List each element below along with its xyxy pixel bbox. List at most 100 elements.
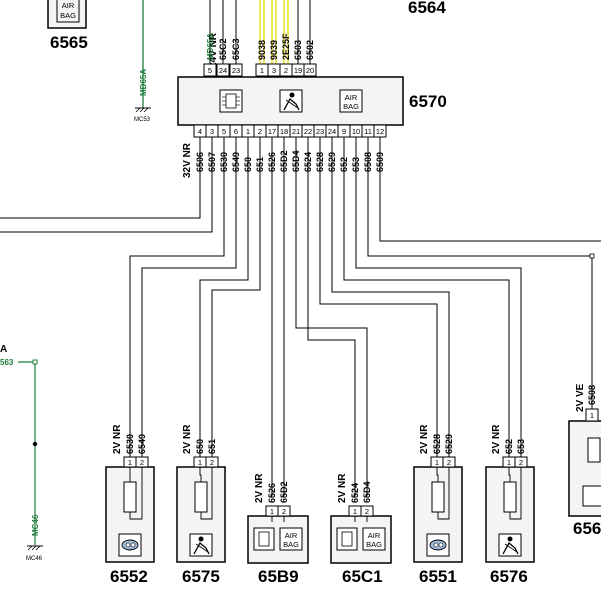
component-pin-number: 1 — [353, 507, 357, 516]
component-pin-number: 2 — [365, 507, 369, 516]
airbag-text-1: AIR — [62, 1, 75, 10]
component-wire-label: 65D4 — [362, 481, 372, 503]
ecu-bottom-pin-number: 3 — [210, 127, 214, 136]
component-wire-label: 65D2 — [279, 481, 289, 503]
ecu-bottom-pin-number: 18 — [280, 127, 288, 136]
component-id-65C1: 65C1 — [342, 567, 383, 586]
component-wire-label: 653 — [516, 439, 526, 454]
ecu-top-pin — [229, 63, 243, 77]
ecu-top-wire-label: MD65A — [206, 33, 215, 60]
resistor-symbol — [123, 481, 137, 513]
ecu-airbag-text-1: AIR — [345, 93, 358, 102]
ground-mc53: MD65A MC53 — [134, 0, 151, 123]
module-icon — [336, 527, 358, 551]
component-connector-label: 2V NR — [182, 424, 193, 454]
component-connector-label: 2V NR — [337, 473, 348, 503]
component-6565-body — [47, 0, 87, 29]
ecu-bottom-pin-number: 6 — [234, 127, 238, 136]
ecu-top-pin-number: 3 — [272, 66, 276, 75]
ecu-bottom-wire-label: 651 — [255, 157, 265, 172]
ecu-bottom-wire-label: 6506 — [195, 152, 205, 172]
airbag-text-2: BAG — [366, 540, 382, 549]
component-connector-label: 2V NR — [491, 424, 502, 454]
ecu-bottom-wire-label: 6549 — [231, 152, 241, 172]
ecu-airbag-text-2: BAG — [343, 102, 359, 111]
airbag-text-1: AIR — [285, 531, 298, 540]
ecu-top-pin — [203, 63, 217, 77]
component-id-6570: 6570 — [409, 92, 447, 111]
ecu-bottom-pin-number: 23 — [316, 127, 324, 136]
resistor-symbol — [431, 481, 445, 513]
ecu-top-pin-number: 1 — [260, 66, 264, 75]
component-pin-number: 2 — [519, 458, 523, 467]
ecu-top-pin-number: 5 — [208, 66, 212, 75]
component-pin-number: 2 — [140, 458, 144, 467]
component-id-6551: 6551 — [419, 567, 457, 586]
ecu-bottom-pin-number: 21 — [292, 127, 300, 136]
ecu-top-pin — [216, 63, 230, 77]
ecu-bottom-pin-number: 10 — [352, 127, 360, 136]
ecu-bottom-pin-number: 11 — [364, 127, 372, 136]
component-id-6575: 6575 — [182, 567, 220, 586]
partial-label-a: A — [0, 344, 7, 355]
ecu-bottom-pin-number: 1 — [246, 127, 250, 136]
airbag-text-1: AIR — [368, 531, 381, 540]
ecu-top-pin-number: 2 — [284, 66, 288, 75]
airbag-text-2: BAG — [60, 11, 76, 20]
wire-path — [211, 137, 261, 457]
wires-layer — [0, 0, 601, 498]
wire-path — [307, 137, 356, 498]
ecu-top-wire-label: 2E25F — [281, 33, 291, 60]
wire-path — [199, 137, 249, 457]
ecu-bottom-pin-number: 2 — [258, 127, 262, 136]
ecu-top-pin — [303, 63, 317, 77]
wire-label-md65a: MD65A — [139, 69, 148, 96]
partial-wire-6508: 6508 — [587, 385, 597, 405]
ecu-bottom-wire-label: 6530 — [219, 152, 229, 172]
component-pin-number: 1 — [435, 458, 439, 467]
ecu-top-pin-number: 24 — [219, 66, 227, 75]
ecu-bottom-connector-label: 32V NR — [182, 142, 193, 178]
wire-path — [319, 137, 438, 457]
airbag-text-2: BAG — [283, 540, 299, 549]
component-connector-label: 2V NR — [254, 473, 265, 503]
wire-path — [367, 137, 593, 409]
component-id-6552: 6552 — [110, 567, 148, 586]
ecu-bottom-wire-label: 6508 — [363, 152, 373, 172]
component-pin-number: 1 — [270, 507, 274, 516]
ground-mc46: A 563 MC46 MC46 — [0, 344, 43, 562]
ground-label-mc46: MC46 — [26, 556, 43, 562]
ecu-bottom-pin-number: 12 — [376, 127, 384, 136]
component-6565: AIR BAG 6565 — [47, 0, 88, 52]
ecu-bottom-pin — [373, 124, 387, 138]
component-wire-label: 650 — [195, 439, 205, 454]
wire-path — [0, 137, 213, 233]
ecu-bottom-wire-label: 65D2 — [279, 150, 289, 172]
ecu-bottom-wire-label: 6528 — [315, 152, 325, 172]
ecu-bottom-pin-number: 4 — [198, 127, 202, 136]
svg-text:1: 1 — [590, 411, 594, 420]
component-id-6576: 6576 — [490, 567, 528, 586]
wire-label-563: 563 — [0, 358, 14, 367]
ecu-bottom-wire-label: 65D4 — [291, 150, 301, 172]
partial-connector-label: 2V VE — [575, 383, 586, 412]
wire-path — [343, 137, 510, 457]
airbag-icon — [339, 89, 363, 113]
wire-label-mc46: MC46 — [31, 514, 40, 536]
ecu-top-wire-label: 9038 — [257, 40, 267, 60]
resistor-symbol — [503, 481, 517, 513]
ground-label-mc53: MC53 — [134, 117, 151, 123]
ecu-bottom-pin-number: 17 — [268, 127, 276, 136]
component-pin-number: 1 — [507, 458, 511, 467]
ecu-bottom-wire-label: 6524 — [303, 152, 313, 172]
ecu-top-pin-number: 19 — [294, 66, 302, 75]
component-wire-label: 6530 — [125, 434, 135, 454]
wire-path — [379, 137, 601, 242]
